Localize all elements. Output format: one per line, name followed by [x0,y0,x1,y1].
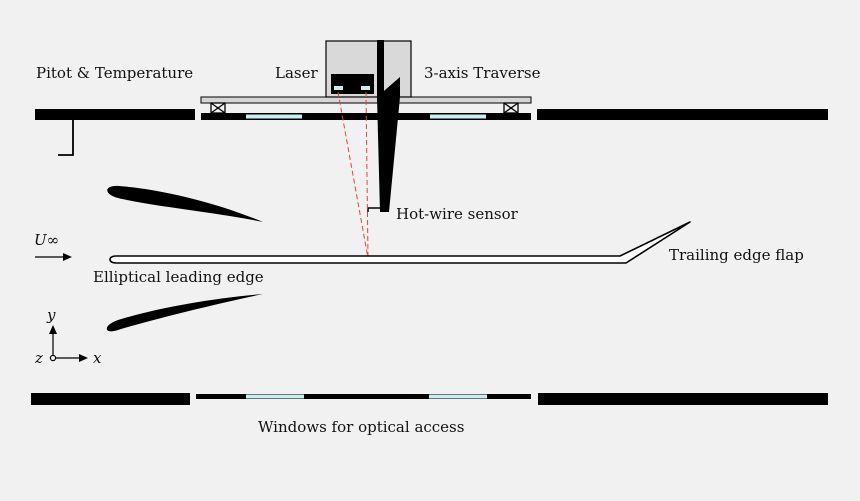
freestream-velocity-label: U∞ [34,231,60,249]
laser-lens-right [361,86,370,90]
pitot-tube [58,120,74,156]
bottom-wall-right [538,393,828,405]
flow-arrowhead [63,253,72,261]
axis-z-origin [49,354,57,362]
top-wall-right [537,109,828,120]
hot-wire-prong [367,207,387,212]
probe-stem [377,40,384,97]
axis-x-arrowhead [79,354,88,362]
hot-wire-label: Hot-wire sensor [396,205,518,223]
windows-label: Windows for optical access [258,418,465,436]
laser-beam-left [337,91,369,259]
laser-beam-right [365,91,369,259]
bottom-window-left [246,394,304,399]
bottom-wall-left [31,393,190,405]
top-wall-left [35,109,195,120]
traverse-label: 3-axis Traverse [424,64,541,82]
bottom-window-right [429,394,487,399]
probe-holder [377,77,400,212]
top-window-right [430,114,486,119]
top-window-left [246,114,302,119]
axis-y-arrowhead [49,325,57,334]
trailing-edge-flap-label: Trailing edge flap [669,246,804,264]
upper-airfoil [107,185,263,222]
laser-lens-left [334,86,343,90]
lower-airfoil [106,294,263,332]
laser-head [331,74,374,94]
flat-plate [109,221,691,264]
bottom-window-section [196,394,531,399]
laser-label: Laser [275,64,318,82]
axis-x-label: x [93,349,102,367]
leading-edge-label: Elliptical leading edge [93,268,264,286]
axis-z-label: z [35,349,43,367]
axis-y-label: y [47,306,56,324]
pitot-temperature-label: Pitot & Temperature [36,64,194,82]
bearing-left [210,102,226,114]
bearing-right [503,102,519,114]
